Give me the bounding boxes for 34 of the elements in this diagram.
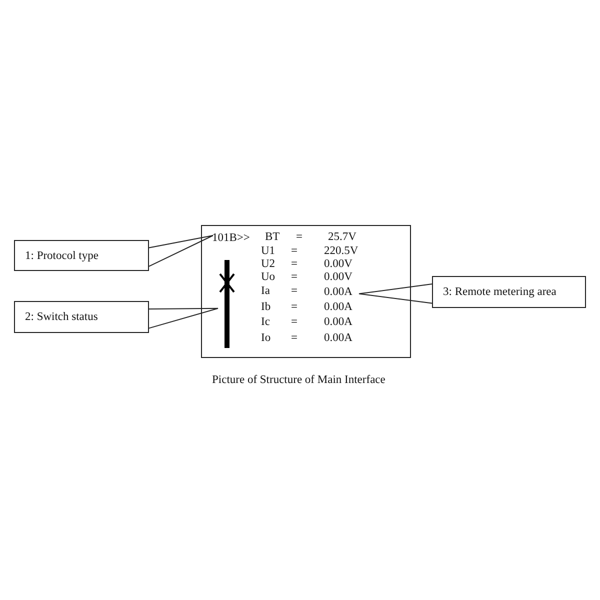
reading-value: 220.5V	[324, 245, 358, 258]
reading-name: Ib	[261, 301, 271, 314]
equals-sign: =	[291, 285, 298, 298]
reading-value: 0.00A	[324, 332, 352, 345]
callout-box	[14, 301, 149, 333]
equals-sign: =	[291, 271, 298, 284]
reading-name: U2	[261, 258, 276, 271]
equals-sign: =	[291, 332, 298, 345]
equals-sign: =	[291, 245, 298, 258]
reading-value: 0.00V	[324, 271, 352, 284]
reading-value: 0.00V	[324, 258, 352, 271]
reading-name: Uo	[261, 271, 276, 284]
caption: Picture of Structure of Main Interface	[212, 374, 386, 387]
callout-box	[432, 276, 586, 308]
callout-box	[14, 240, 149, 271]
reading-value: 0.00A	[324, 286, 352, 298]
switch-symbol	[217, 260, 237, 348]
reading-name: Io	[261, 332, 271, 345]
equals-sign: =	[291, 258, 298, 271]
reading-value: 0.00A	[324, 301, 352, 314]
callout-text: 1: Protocol type	[25, 250, 98, 262]
reading-name: Ic	[261, 316, 270, 329]
callout-text: 2: Switch status	[25, 311, 98, 323]
reading-name: U1	[261, 245, 276, 258]
reading-name: BT	[265, 231, 280, 244]
equals-sign: =	[291, 301, 298, 314]
reading-value: 0.00A	[324, 316, 352, 329]
reading-name: Ia	[261, 285, 270, 298]
equals-sign: =	[296, 231, 302, 244]
callout-text: 3: Remote metering area	[443, 286, 556, 298]
screen-frame	[201, 225, 411, 358]
protocol-text: 101B>>	[212, 232, 250, 244]
equals-sign: =	[291, 316, 298, 329]
reading-value: 25.7V	[328, 231, 356, 244]
